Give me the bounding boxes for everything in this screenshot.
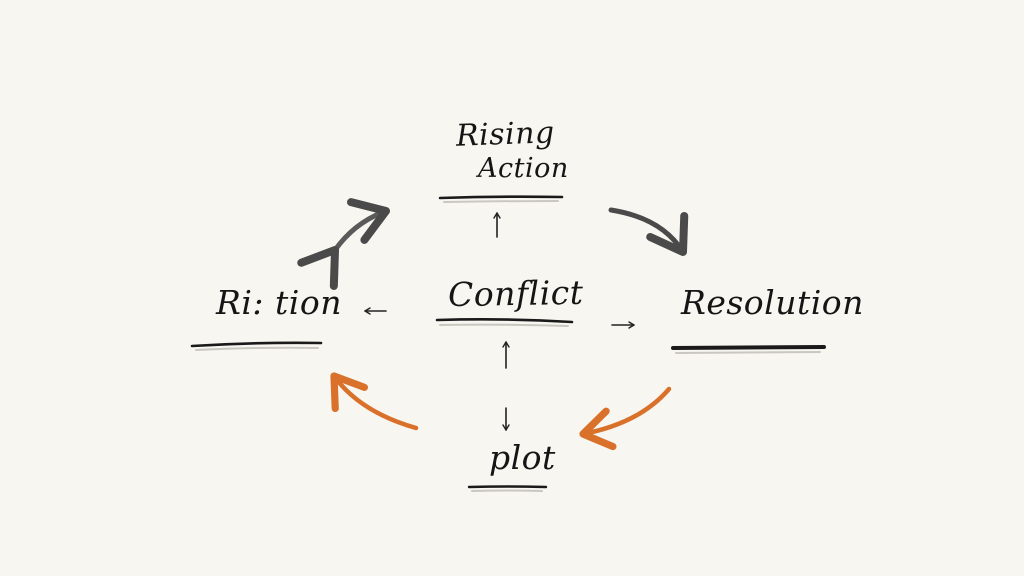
rising-to-resolution-arrow	[608, 207, 689, 256]
left-node-label: Ri: tion	[216, 283, 342, 322]
resolution-underline	[671, 345, 826, 350]
resolution-label: Resolution	[681, 283, 864, 322]
plot-label: plot	[489, 438, 556, 477]
rising-underline-shadow	[443, 200, 559, 203]
left-underline-shadow	[195, 346, 319, 351]
conflict-underline-shadow	[439, 323, 569, 327]
resolution-to-plot-arrow	[579, 386, 672, 451]
rising-action-label-line1: Rising	[455, 115, 556, 154]
resolution-underline-shadow	[675, 351, 821, 354]
left-underline	[190, 341, 323, 348]
plot-underline-shadow	[471, 489, 543, 492]
rising-underline	[438, 195, 564, 200]
left-to-rising-arrow	[297, 198, 390, 291]
conflict-label: Conflict	[447, 272, 584, 315]
plot-to-left-arrow	[330, 372, 419, 431]
rising-action-label-line2: Action	[478, 153, 569, 184]
conflict-underline	[435, 318, 574, 324]
plot-underline	[467, 485, 548, 489]
